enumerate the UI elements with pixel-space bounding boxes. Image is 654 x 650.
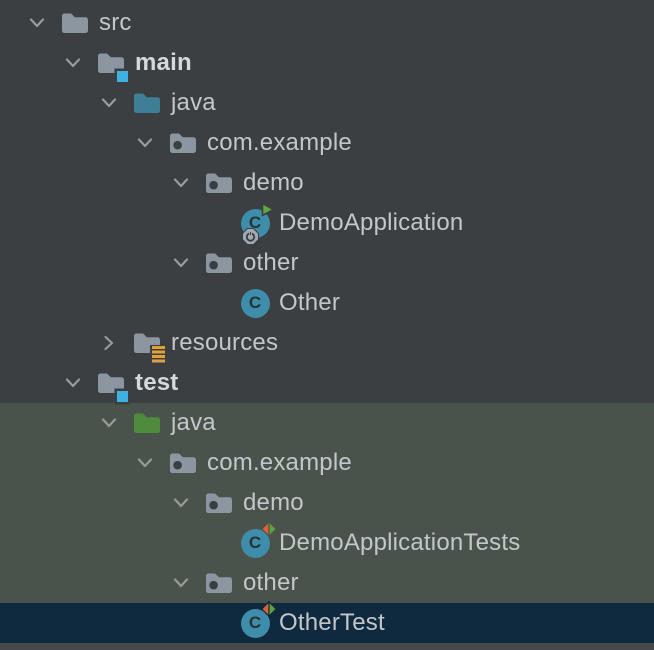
test-run-overlay-icon	[261, 521, 277, 537]
resources-folder-icon	[131, 327, 165, 364]
tree-item-label: DemoApplication	[279, 209, 464, 236]
chevron-down-icon[interactable]	[27, 3, 47, 43]
source-root-badge-icon	[117, 391, 128, 402]
java-folder-icon	[131, 87, 163, 119]
tree-bottom-strip	[0, 643, 654, 650]
test-java-folder-icon	[131, 407, 163, 439]
package-folder-icon	[203, 487, 235, 519]
tree-row[interactable]: java	[0, 403, 654, 443]
chevron-spacer	[207, 603, 227, 643]
chevron-down-icon[interactable]	[171, 163, 191, 203]
tree-item-label: resources	[171, 329, 279, 356]
tree-row[interactable]: resources	[0, 323, 654, 364]
test-class-icon: C	[239, 601, 277, 639]
test-class-icon: C	[239, 521, 277, 559]
run-overlay-icon	[261, 202, 275, 217]
tree-item-label: test	[135, 369, 179, 396]
tree-row[interactable]: src	[0, 3, 654, 43]
source-root-folder-icon	[95, 367, 128, 402]
project-tree-rows: src main java com.example demo C DemoApp…	[0, 3, 654, 643]
tree-row[interactable]: com.example	[0, 123, 654, 163]
package-folder-icon	[203, 567, 235, 599]
power-badge-icon	[242, 228, 259, 245]
chevron-down-icon[interactable]	[63, 43, 83, 83]
tree-row[interactable]: demo	[0, 483, 654, 523]
tree-item-label: java	[171, 409, 216, 436]
package-folder-icon	[203, 247, 235, 279]
tree-item-label: other	[243, 249, 299, 276]
chevron-down-icon[interactable]	[63, 363, 83, 403]
tree-item-label: other	[243, 569, 299, 596]
tree-row[interactable]: test	[0, 363, 654, 403]
tree-item-label: OtherTest	[279, 609, 385, 636]
tree-row[interactable]: com.example	[0, 443, 654, 483]
tree-item-label: Other	[279, 289, 341, 316]
class-circle: C	[240, 528, 270, 558]
class-icon: C	[239, 287, 271, 319]
tree-item-label: main	[135, 49, 192, 76]
tree-row[interactable]: C OtherTest	[0, 601, 654, 643]
chevron-down-icon[interactable]	[171, 243, 191, 283]
resources-bars-icon	[150, 345, 165, 364]
test-run-overlay-icon	[261, 601, 277, 617]
source-root-folder-icon	[95, 47, 128, 82]
tree-row[interactable]: other	[0, 243, 654, 283]
chevron-down-icon[interactable]	[135, 443, 155, 483]
folder-icon	[59, 7, 91, 39]
tree-row[interactable]: other	[0, 563, 654, 603]
runnable-class-icon: C	[239, 202, 275, 245]
chevron-spacer	[207, 283, 227, 323]
tree-item-label: java	[171, 89, 216, 116]
chevron-down-icon[interactable]	[99, 83, 119, 123]
tree-item-label: demo	[243, 489, 304, 516]
tree-row[interactable]: main	[0, 43, 654, 83]
tree-row[interactable]: C DemoApplication	[0, 202, 654, 245]
tree-item-label: demo	[243, 169, 304, 196]
chevron-spacer	[207, 523, 227, 563]
class-circle: C	[240, 608, 270, 638]
tree-item-label: DemoApplicationTests	[279, 529, 521, 556]
package-folder-icon	[167, 447, 199, 479]
class-circle: C	[240, 288, 270, 318]
chevron-down-icon[interactable]	[99, 403, 119, 443]
tree-item-label: com.example	[207, 129, 352, 156]
chevron-down-icon[interactable]	[171, 483, 191, 523]
source-root-badge-icon	[117, 71, 128, 82]
tree-row[interactable]: demo	[0, 163, 654, 203]
chevron-down-icon[interactable]	[135, 123, 155, 163]
chevron-right-icon[interactable]	[99, 323, 119, 363]
tree-row[interactable]: C Other	[0, 283, 654, 323]
package-folder-icon	[167, 127, 199, 159]
chevron-down-icon[interactable]	[171, 563, 191, 603]
tree-row[interactable]: java	[0, 83, 654, 123]
tree-item-label: com.example	[207, 449, 352, 476]
tree-row[interactable]: C DemoApplicationTests	[0, 521, 654, 563]
chevron-spacer	[207, 203, 227, 243]
package-folder-icon	[203, 167, 235, 199]
tree-item-label: src	[99, 9, 132, 36]
